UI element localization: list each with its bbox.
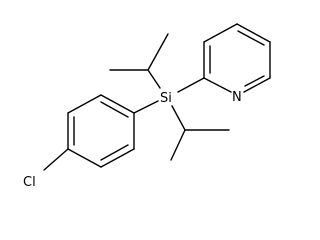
pyridine-double-c4-c5 [237,30,265,46]
pyridine-double-c6-n [244,75,265,87]
phenyl-bond-5-6 [100,148,135,168]
atom-label-chlorine: Cl [23,175,36,190]
bond-si-pyridine [177,77,205,93]
bond-si-aryl [133,100,159,114]
structure-diagram: Si N Cl [23,23,271,190]
bond-si-upper-ch [147,69,161,89]
pyridine-bond-c6-n [243,77,271,93]
phenyl-bond-4-5 [67,148,102,168]
pyridine-bond-c4-c5 [236,23,271,43]
bond-si-lower-ch [171,105,186,131]
bond-aryl-chlorine [43,148,69,171]
atom-label-nitrogen: N [232,90,242,105]
pyridine-bond-c3-c4 [203,23,238,43]
pyridine-ring [203,23,271,93]
phenyl-bond-1-2 [100,94,135,114]
pyridine-bond-n-c2 [203,77,232,93]
bond-lower-ch-methyl-down [170,129,186,161]
phenyl-bond-2-3 [67,94,102,114]
upper-isopropyl-group [109,33,169,89]
atom-label-silicon: Si [160,91,172,106]
lower-isopropyl-group [170,105,230,161]
chlorophenyl-ring [67,94,135,168]
phenyl-double-1-2 [100,101,129,118]
bond-upper-ch-methyl-right [147,33,169,71]
phenyl-double-5-6 [100,144,129,161]
